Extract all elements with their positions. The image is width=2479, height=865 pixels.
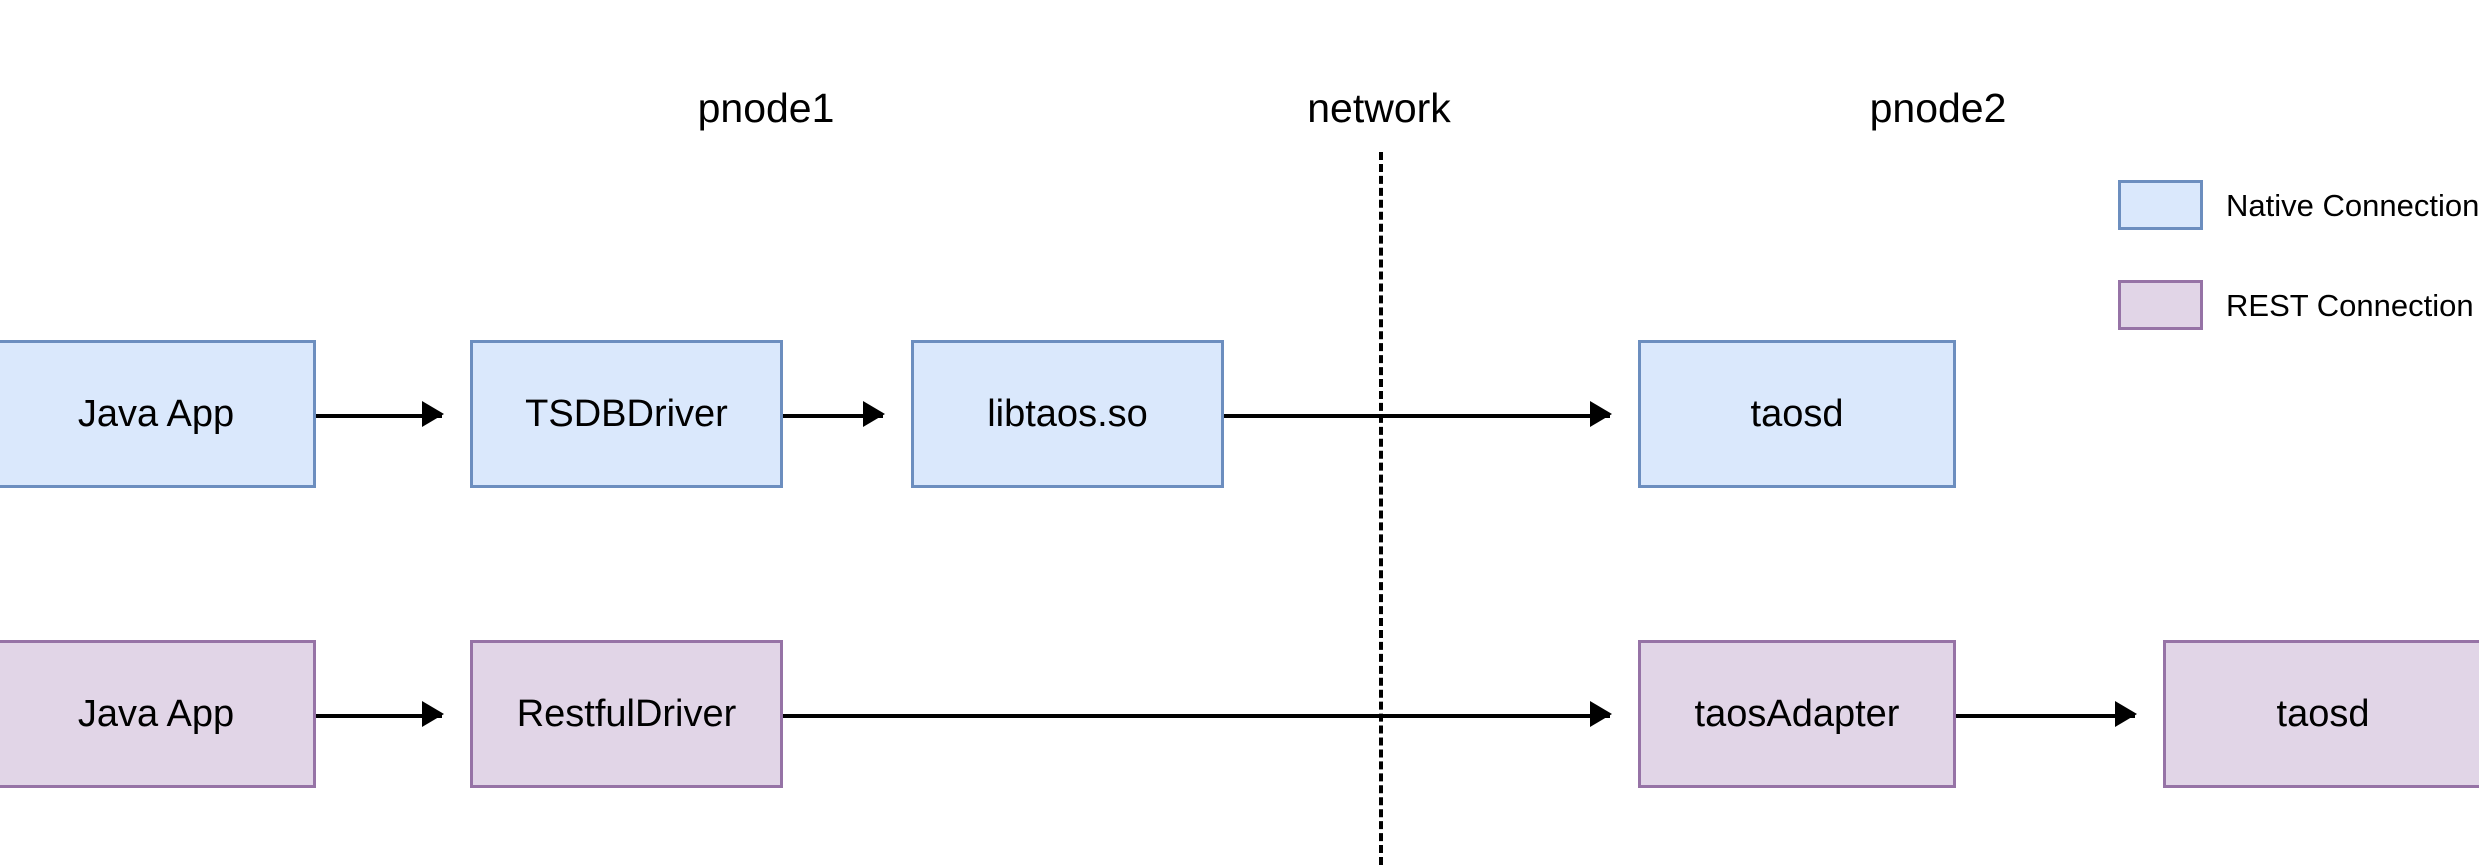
- node-label: taosAdapter: [1694, 693, 1900, 735]
- node-label: Java App: [77, 393, 235, 435]
- node-box-libtaos-so[interactable]: libtaos.so: [911, 340, 1224, 488]
- edge-arrow: [783, 414, 883, 418]
- edge-arrow: [316, 414, 442, 418]
- node-box-java-app[interactable]: Java App: [0, 340, 316, 488]
- node-label: taosd: [2276, 693, 2370, 735]
- column-header-network: network: [1307, 85, 1451, 131]
- node-label: taosd: [1750, 393, 1844, 435]
- legend-swatch-rest-connection: [2118, 280, 2203, 330]
- node-label: TSDBDriver: [525, 393, 728, 435]
- legend-swatch-native-connection: [2118, 180, 2203, 230]
- column-header-pnode1: pnode1: [697, 85, 835, 131]
- arrow-head-icon: [422, 401, 444, 427]
- legend-label-native-connection: Native Connection: [2226, 188, 2479, 223]
- edge-arrow: [1956, 714, 2135, 718]
- node-label: RestfulDriver: [516, 693, 737, 735]
- arrow-head-icon: [863, 401, 885, 427]
- node-box-java-app[interactable]: Java App: [0, 640, 316, 788]
- arrow-head-icon: [422, 701, 444, 727]
- node-box-taosadapter[interactable]: taosAdapter: [1638, 640, 1956, 788]
- arrow-head-icon: [1590, 401, 1612, 427]
- node-label: Java App: [77, 693, 235, 735]
- node-box-restfuldriver[interactable]: RestfulDriver: [470, 640, 783, 788]
- legend-label-rest-connection: REST Connection: [2226, 288, 2474, 323]
- column-header-pnode2: pnode2: [1869, 85, 2007, 131]
- node-label: libtaos.so: [987, 393, 1148, 435]
- network-boundary-divider: [1379, 152, 1383, 865]
- edge-arrow: [316, 714, 442, 718]
- edge-arrow: [1224, 414, 1610, 418]
- arrow-head-icon: [1590, 701, 1612, 727]
- node-box-taosd[interactable]: taosd: [2163, 640, 2479, 788]
- arrow-head-icon: [2115, 701, 2137, 727]
- edge-arrow: [783, 714, 1610, 718]
- node-box-taosd[interactable]: taosd: [1638, 340, 1956, 488]
- node-box-tsdbdriver[interactable]: TSDBDriver: [470, 340, 783, 488]
